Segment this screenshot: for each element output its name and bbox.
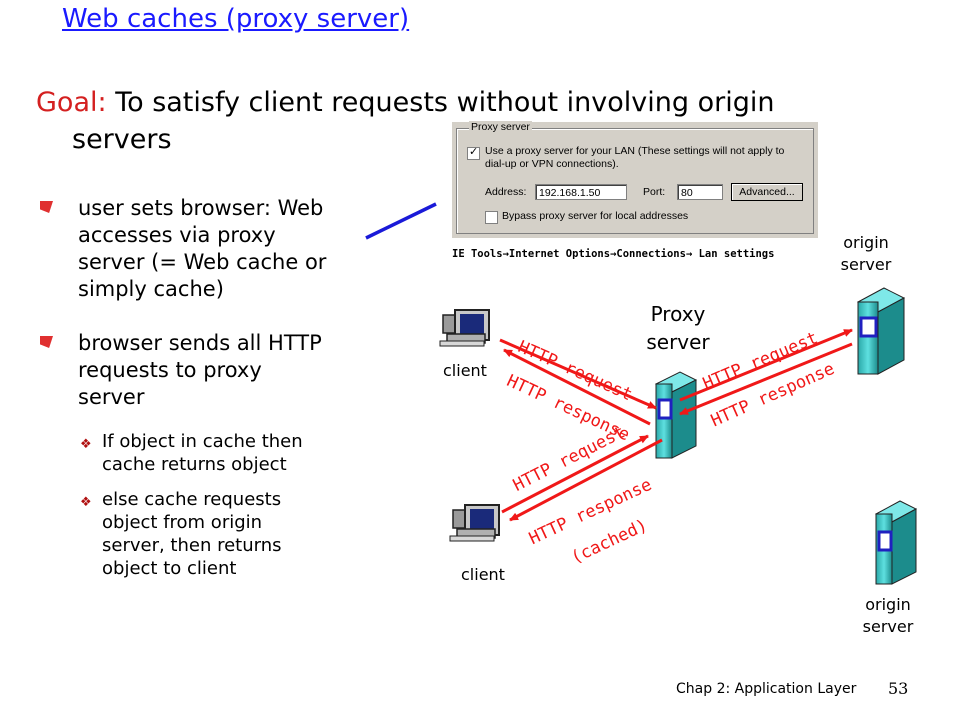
bullet-line: browser sends all HTTP — [78, 331, 322, 355]
port-field[interactable]: 80 — [677, 184, 723, 200]
port-label: Port: — [643, 186, 666, 198]
goal-text-continued: servers — [72, 124, 172, 155]
bullet-marker — [40, 201, 53, 213]
sub-bullet-line: cache returns object — [102, 454, 287, 475]
bypass-proxy-label: Bypass proxy server for local addresses — [502, 210, 689, 222]
goal-text: To satisfy client requests without invol… — [115, 87, 775, 118]
page-number: 53 — [888, 679, 909, 698]
sub-bullet-line: If object in cache then — [102, 431, 303, 452]
sub-bullet-line: object from origin — [102, 512, 263, 533]
slide-title: Web caches (proxy server) — [62, 4, 410, 34]
sub-bullet-line: object to client — [102, 558, 237, 579]
proxy-server-icon — [654, 371, 698, 459]
advanced-button[interactable]: Advanced... — [731, 183, 803, 201]
arrow-right-icon: → — [502, 248, 509, 260]
arrow-proxy-to-client-cached-response — [509, 438, 663, 522]
proxy-settings-dialog: Proxy server ✓ Use a proxy server for yo… — [452, 121, 818, 238]
proxy-server-group-label: Proxy server — [469, 121, 532, 133]
pointer-line — [365, 202, 437, 240]
sub-bullet-cache-miss: ❖ else cache requests object from origin… — [80, 488, 380, 584]
checkmark-icon: ✓ — [469, 145, 479, 158]
client-label-bottom: client — [461, 565, 505, 584]
bullet-line: accesses via proxy — [78, 223, 276, 247]
menu-path-item: Internet Options — [508, 248, 611, 260]
bullet-line: user sets browser: Web — [78, 196, 324, 220]
use-proxy-label-cont: dial-up or VPN connections). — [485, 158, 619, 170]
origin-server-icon-bottom — [874, 500, 918, 585]
sub-bullet-marker: ❖ — [80, 437, 92, 452]
origin-server-label-top: origin server — [816, 232, 916, 276]
sub-bullet-line: server, then returns — [102, 535, 282, 556]
use-proxy-label: Use a proxy server for your LAN (These s… — [485, 145, 785, 157]
origin-server-label-line: server — [840, 255, 892, 274]
bullet-line: server (= Web cache or — [78, 250, 327, 274]
arrow-proxy-to-origin-request — [679, 328, 853, 402]
arrow-client-to-proxy-request-bottom — [501, 434, 649, 514]
address-field[interactable]: 192.168.1.50 — [535, 184, 627, 200]
origin-server-icon-top — [856, 287, 906, 375]
client-computer-icon-bottom — [449, 504, 500, 542]
address-label: Address: — [485, 186, 527, 198]
origin-server-label-bottom: origin server — [838, 594, 938, 638]
proxy-server-label-line: Proxy — [650, 302, 706, 326]
sub-bullet-cache-hit: ❖ If object in cache then cache returns … — [80, 430, 380, 478]
arrow-client-to-proxy-request — [499, 338, 657, 410]
arrow-origin-to-proxy-response — [679, 342, 853, 416]
arrow-right-icon: → — [610, 248, 617, 260]
proxy-server-label: Proxy server — [626, 300, 730, 356]
client-label-top: client — [443, 361, 487, 380]
bullet-line: simply cache) — [78, 277, 224, 301]
menu-path-item: Lan settings — [698, 248, 775, 260]
footer-chapter: Chap 2: Application Layer — [676, 681, 857, 697]
proxy-server-group: Proxy server ✓ Use a proxy server for yo… — [456, 121, 814, 234]
menu-path: IE Tools→Internet Options→Connections→ L… — [452, 248, 774, 260]
menu-path-item: Connections — [616, 248, 686, 260]
origin-server-label-line: origin — [865, 595, 911, 614]
origin-server-label-line: server — [862, 617, 914, 636]
arrow-proxy-to-client-response — [503, 348, 651, 426]
bullet-line: server — [78, 385, 145, 409]
bypass-proxy-checkbox[interactable] — [485, 211, 498, 224]
menu-path-item: IE Tools — [452, 248, 503, 260]
arrow-right-icon: → — [685, 248, 693, 260]
bullet-user-sets-browser: user sets browser: Web accesses via prox… — [40, 195, 380, 305]
bullet-marker — [40, 336, 53, 348]
bullet-browser-sends: browser sends all HTTP requests to proxy… — [40, 330, 380, 412]
goal-label: Goal: — [36, 87, 107, 118]
goal-statement: Goal: To satisfy client requests without… — [36, 84, 866, 158]
sub-bullet-line: else cache requests — [102, 489, 282, 510]
bullet-line: requests to proxy — [78, 358, 262, 382]
use-proxy-checkbox[interactable]: ✓ — [467, 145, 480, 160]
client-computer-icon-top — [439, 309, 490, 347]
sub-bullet-marker: ❖ — [80, 495, 92, 510]
proxy-server-label-line: server — [646, 330, 710, 354]
origin-server-label-line: origin — [843, 233, 889, 252]
